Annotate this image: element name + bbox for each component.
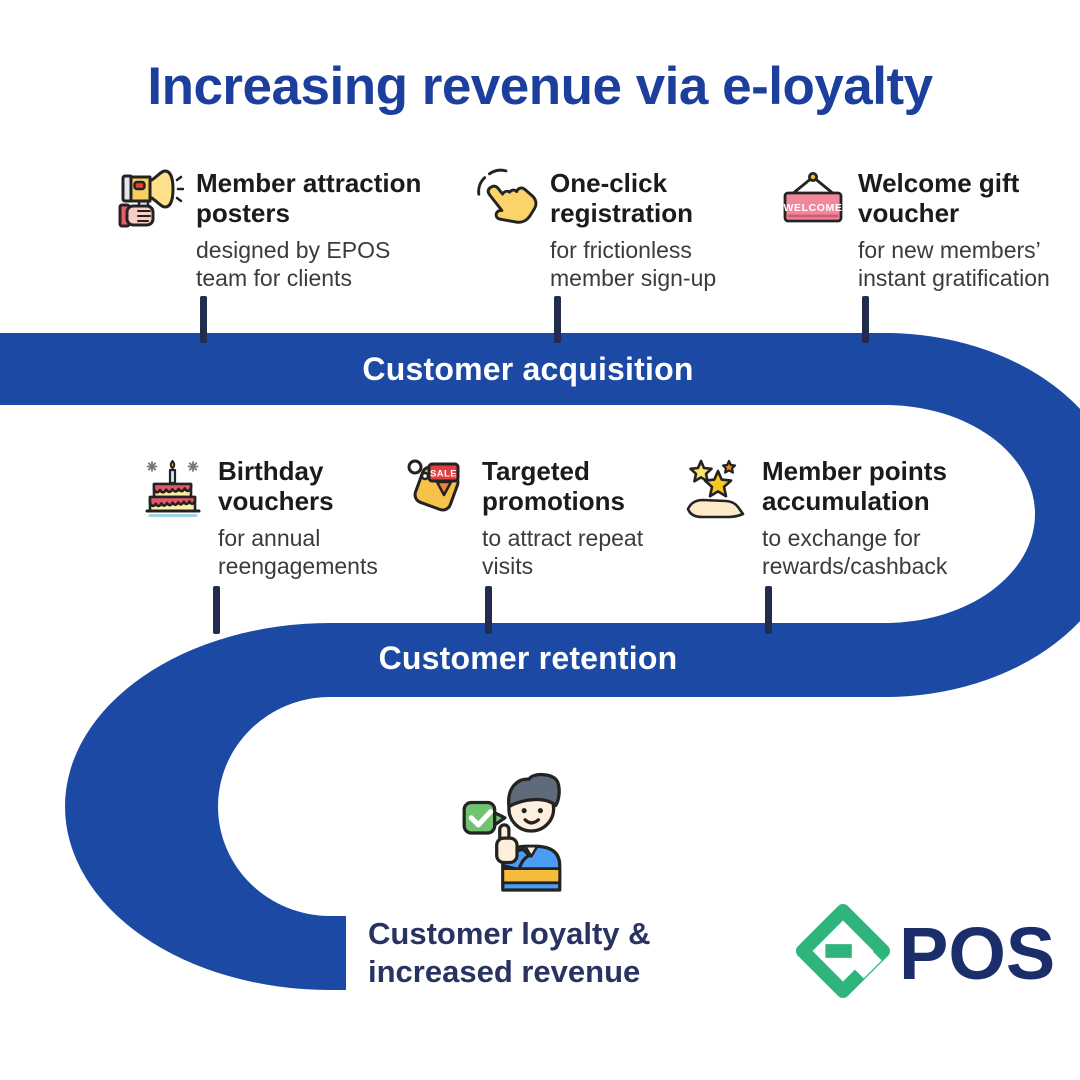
feature-desc-line: visits [482,553,534,579]
feature-desc-line: instant gratification [858,265,1050,291]
feature-title-line: voucher [858,198,960,228]
thumbs-up-person-icon [462,770,568,897]
megaphone-icon [118,168,185,237]
feature-title-line: Welcome gift [858,168,1020,198]
outcome-text: Customer loyalty & increased revenue [368,915,651,991]
feature-title-line: Targeted [482,456,590,486]
tick-row2-3 [765,586,772,634]
feature-desc-line: member sign-up [550,265,717,291]
band-label-acquisition: Customer acquisition [362,351,694,387]
page-title: Increasing revenue via e-loyalty [147,57,933,116]
epos-logo: POS [794,902,1055,1005]
tick-row2-2 [485,586,492,634]
feature-title-line: posters [196,198,290,228]
feature-one-click-registration: One-click registration for frictionless … [472,168,716,292]
flow-ribbon-path [0,333,1080,990]
stars-hand-icon [684,456,750,525]
tick-row1-1 [200,296,207,343]
welcome-sign-text: WELCOME [783,202,842,214]
feature-desc-line: for annual [218,525,321,551]
feature-desc-line: to attract repeat [482,525,644,551]
feature-title-line: Birthday [218,456,324,486]
feature-targeted-promotions: SALE Targeted promotions to attract repe… [404,456,643,580]
outcome-line: increased revenue [368,954,641,989]
feature-title-line: Member attraction [196,168,422,198]
feature-member-points: Member points accumulation to exchange f… [684,456,947,580]
welcome-sign-icon: WELCOME [780,168,846,237]
tick-row1-3 [862,296,869,343]
band-label-retention: Customer retention [378,640,678,676]
birthday-cake-icon [140,456,206,525]
feature-title-line: promotions [482,486,625,516]
feature-desc-line: rewards/cashback [762,553,948,579]
feature-title-line: One-click [550,168,668,198]
feature-birthday-vouchers: Birthday vouchers for annual reengagemen… [140,456,378,580]
feature-desc-line: designed by EPOS [196,237,391,263]
feature-desc-line: for frictionless [550,237,692,263]
epos-e-mark-icon [794,902,892,1005]
feature-desc-line: team for clients [196,265,352,291]
feature-title-line: vouchers [218,486,334,516]
logo-wordmark: POS [899,912,1056,995]
tick-row1-2 [554,296,561,343]
tick-row2-1 [213,586,220,634]
click-hand-icon [472,168,538,237]
feature-title-line: registration [550,198,694,228]
sale-tag-icon: SALE [404,456,470,525]
feature-member-attraction: Member attraction posters designed by EP… [118,168,421,292]
sale-tag-text: SALE [430,469,457,480]
outcome-line: Customer loyalty & [368,916,651,951]
connector-ticks [200,296,869,634]
feature-welcome-gift-voucher: WELCOME Welcome gift voucher for new mem… [780,168,1050,292]
feature-desc-line: for new members’ [858,237,1041,263]
feature-title-line: accumulation [762,486,930,516]
feature-desc-line: to exchange for [762,525,921,551]
feature-title-line: Member points [762,456,947,486]
feature-desc-line: reengagements [218,553,378,579]
